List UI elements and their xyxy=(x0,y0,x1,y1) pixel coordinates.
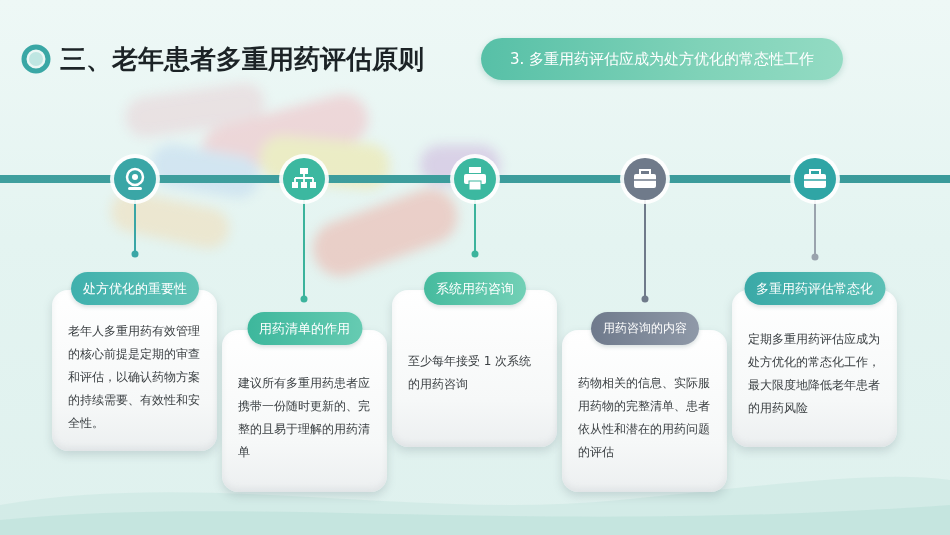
card-heading: 用药清单的作用 xyxy=(247,312,362,345)
card-body: 药物相关的信息、实际服用药物的完整清单、患者依从性和潜在的用药问题的评估 xyxy=(562,330,727,464)
card-heading: 用药咨询的内容 xyxy=(591,312,699,345)
card-heading: 处方优化的重要性 xyxy=(71,272,199,305)
subtitle-pill: 3. 多重用药评估应成为处方优化的常态性工作 xyxy=(481,38,843,80)
card-heading: 多重用药评估常态化 xyxy=(744,272,885,305)
card-body: 定期多重用药评估应成为处方优化的常态化工作，最大限度地降低老年患者的用药风险 xyxy=(732,290,897,420)
info-card: 用药咨询的内容药物相关的信息、实际服用药物的完整清单、患者依从性和潜在的用药问题… xyxy=(562,330,727,492)
card-heading: 系统用药咨询 xyxy=(424,272,526,305)
info-card: 多重用药评估常态化定期多重用药评估应成为处方优化的常态化工作，最大限度地降低老年… xyxy=(732,290,897,447)
icon-circles xyxy=(110,154,840,204)
info-card: 处方优化的重要性老年人多重用药有效管理的核心前提是定期的审查和评估，以确认药物方… xyxy=(52,290,217,451)
info-card: 系统用药咨询至少每年接受 1 次系统的用药咨询 xyxy=(392,290,557,447)
card-body: 建议所有多重用药患者应携带一份随时更新的、完整的且易于理解的用药清单 xyxy=(222,330,387,464)
card-body: 老年人多重用药有效管理的核心前提是定期的审查和评估，以确认药物方案的持续需要、有… xyxy=(52,290,217,435)
info-card: 用药清单的作用建议所有多重用药患者应携带一份随时更新的、完整的且易于理解的用药清… xyxy=(222,330,387,492)
title-ring xyxy=(24,47,48,71)
subtitle-text: 3. 多重用药评估应成为处方优化的常态性工作 xyxy=(510,50,814,69)
card-body: 至少每年接受 1 次系统的用药咨询 xyxy=(392,290,557,396)
slide-title: 三、老年患者多重用药评估原则 xyxy=(60,42,424,77)
